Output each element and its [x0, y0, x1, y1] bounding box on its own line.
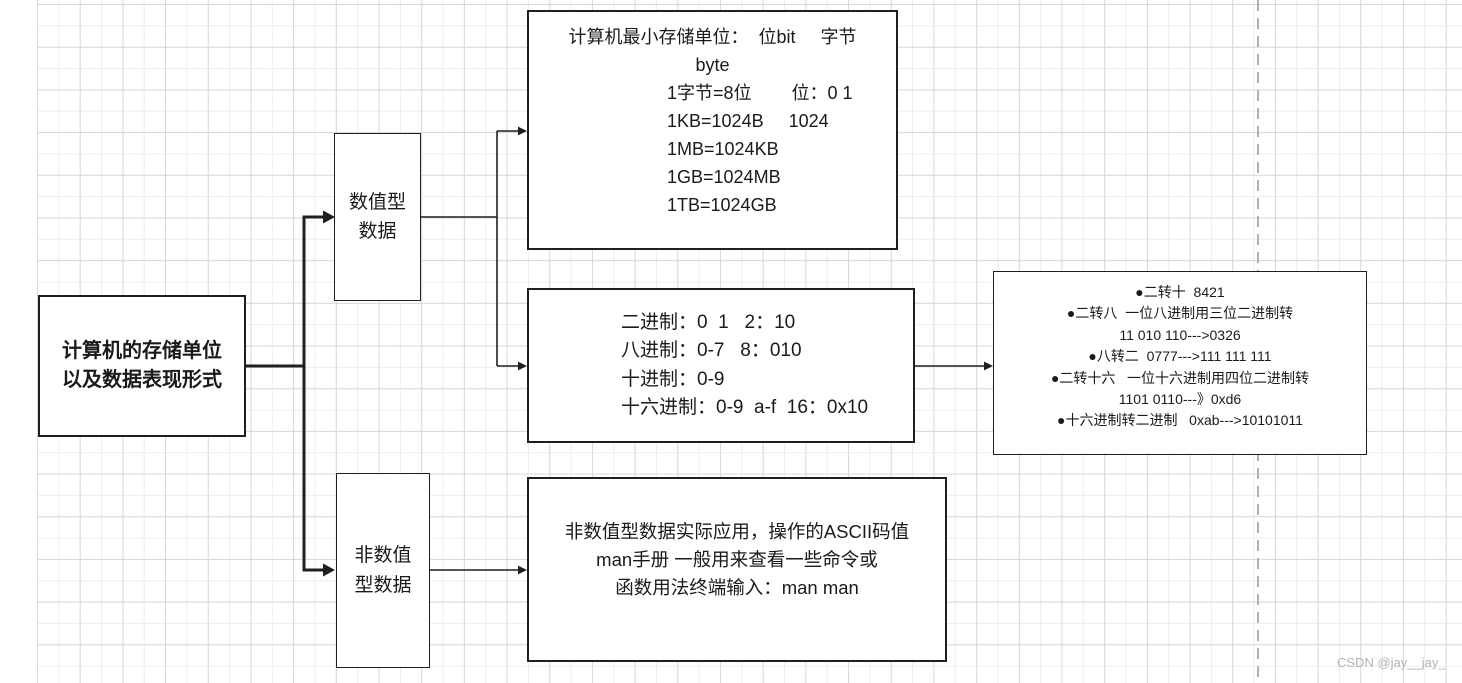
- storage-units-line: 计算机最小存储单位： 位bit 字节: [568, 27, 857, 47]
- numeric-data-line: 数据: [358, 221, 397, 242]
- canvas-left-margin: [0, 0, 37, 683]
- storage-units-line: 1TB=1024GB: [667, 195, 777, 215]
- root-topic-line: 以及数据表现形式: [62, 369, 222, 391]
- numeric-detail-connector: [421, 130, 518, 367]
- number-base-line: 二进制：0 1 2：10: [621, 311, 796, 333]
- number-base-line: 八进制：0-7 8：010: [621, 340, 802, 361]
- non-numeric-data-box[interactable]: 非数值 型数据: [336, 473, 430, 668]
- base-conversion-line: 1101 0110---》0xd6: [1118, 391, 1242, 408]
- non-numeric-data-line: 型数据: [354, 574, 412, 596]
- ascii-application-line: man手册 一般用来查看一些命令或: [596, 549, 878, 570]
- base-conversion-line: ●二转八 一位八进制用三位二进制转: [1066, 305, 1294, 322]
- number-base-line: 十六进制：0-9 a-f 16：0x10: [621, 397, 869, 418]
- storage-units-line: 1GB=1024MB: [667, 167, 781, 187]
- nonnumeric-detail-arrowhead: [518, 565, 527, 575]
- ascii-application-line: 非数值型数据实际应用，操作的ASCII码值: [564, 521, 910, 542]
- watermark: CSDN @jay__jay_: [1337, 655, 1446, 670]
- base-conversion-line: ●十六进制转二进制 0xab--->10101011: [1057, 412, 1303, 429]
- numeric-data-line: 数值型: [348, 191, 406, 213]
- base-conversion-line: ●八转二 0777--->111 111 111: [1088, 348, 1272, 365]
- base-conversion-line: 11 010 110--->0326: [1119, 326, 1241, 343]
- non-numeric-data-line: 非数值: [354, 545, 412, 566]
- root-branch-arrowheads: [323, 210, 335, 577]
- storage-units-line: 1KB=1024B 1024: [667, 111, 829, 131]
- numeric-data-box[interactable]: 数值型 数据: [334, 133, 421, 301]
- base-conversion-arrowhead: [984, 361, 993, 371]
- number-base-box[interactable]: 二进制：0 1 2：10 八进制：0-7 8：010 十进制：0-9 十六进制：…: [527, 288, 915, 443]
- root-branch-connector: [246, 215, 323, 572]
- root-topic-line: 计算机的存储单位: [62, 339, 222, 362]
- storage-units-line: byte: [695, 55, 730, 75]
- storage-units-line: 1字节=8位 位：0 1: [667, 83, 853, 103]
- base-conversion-box[interactable]: ●二转十 8421 ●二转八 一位八进制用三位二进制转 11 010 110--…: [993, 271, 1367, 455]
- storage-units-box[interactable]: 计算机最小存储单位： 位bit 字节 byte 1字节=8位 位：0 1 1KB…: [527, 10, 898, 250]
- number-base-line: 十进制：0-9: [621, 368, 725, 390]
- base-conversion-line: ●二转十六 一位十六进制用四位二进制转: [1050, 369, 1310, 386]
- ascii-application-box[interactable]: 非数值型数据实际应用，操作的ASCII码值 man手册 一般用来查看一些命令或 …: [527, 477, 947, 662]
- numeric-detail-arrowheads: [518, 126, 527, 371]
- ascii-application-line: 函数用法终端输入：man man: [615, 577, 859, 598]
- storage-units-line: 1MB=1024KB: [667, 139, 779, 159]
- root-topic-box[interactable]: 计算机的存储单位 以及数据表现形式: [38, 295, 246, 437]
- base-conversion-line: ●二转十 8421: [1135, 284, 1225, 300]
